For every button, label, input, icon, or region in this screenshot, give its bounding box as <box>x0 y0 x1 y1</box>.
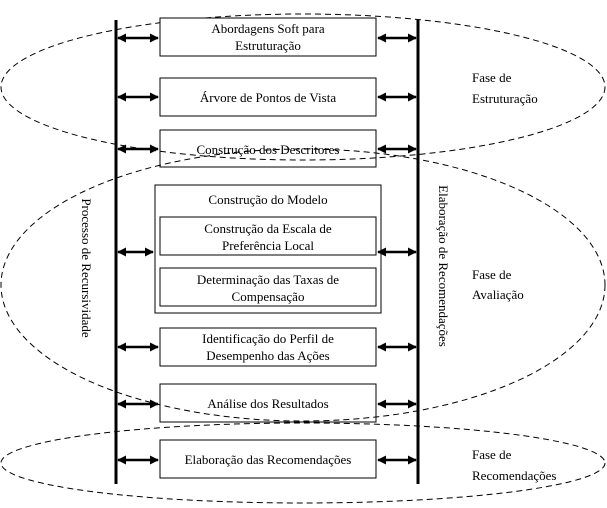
evaluation-phase-label-2: Avaliação <box>472 287 524 302</box>
local-scale-label-2: Preferência Local <box>222 238 314 253</box>
structuring-phase-label-2: Estruturação <box>472 91 538 106</box>
descriptors-label: Construção dos Descritores <box>197 142 340 157</box>
soft-approaches-label-2: Estruturação <box>235 38 301 53</box>
evaluation-phase-label-1: Fase de <box>472 267 512 282</box>
soft-approaches-label-1: Abordagens Soft para <box>211 21 325 36</box>
descriptors-box <box>159 129 377 168</box>
results-analysis-label: Análise dos Resultados <box>207 396 328 411</box>
structuring-phase-label-1: Fase de <box>472 70 512 85</box>
soft-approaches-box <box>159 17 377 57</box>
structuring-phase-ellipse <box>0 13 606 161</box>
local-scale-box <box>159 216 377 256</box>
local-scale-label-1: Construção da Escala de <box>204 221 332 236</box>
performance-profile-label-2: Desempenho das Ações <box>206 348 329 363</box>
recommendations-phase-label-1: Fase de <box>472 447 512 462</box>
compensation-rates-label-2: Compensação <box>232 289 305 304</box>
compensation-rates-box <box>159 267 377 307</box>
evaluation-phase-ellipse <box>0 148 606 422</box>
viewpoint-tree-box <box>159 77 377 117</box>
recommendation-elaboration-label: Elaboração de Recomendações <box>436 185 451 347</box>
compensation-rates-label-1: Determinação das Taxas de <box>197 272 339 287</box>
recommendations-label: Elaboração das Recomendações <box>185 452 352 467</box>
recommendations-phase-label-2: Recomendações <box>472 468 556 483</box>
right-arrows <box>377 33 417 465</box>
model-title-label: Construção do Modelo <box>208 192 327 207</box>
performance-profile-label-1: Identificação do Perfil de <box>202 331 334 346</box>
recommendations-phase-ellipse <box>0 422 606 504</box>
left-arrows <box>117 33 159 465</box>
viewpoint-tree-label: Árvore de Pontos de Vista <box>200 90 336 105</box>
recursion-process-label: Processo de Recursividade <box>79 198 94 338</box>
recommendations-box <box>159 439 377 479</box>
results-analysis-box <box>159 383 377 423</box>
performance-profile-box <box>159 327 377 367</box>
